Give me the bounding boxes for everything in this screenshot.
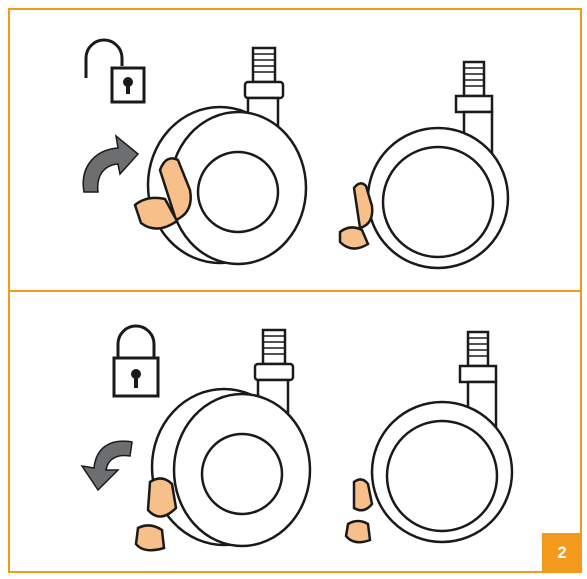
unlocked-padlock-icon bbox=[86, 40, 144, 102]
rotate-counterclockwise-arrow-icon bbox=[82, 441, 132, 490]
unlock-illustration bbox=[10, 10, 580, 290]
locked-padlock-icon bbox=[114, 326, 158, 396]
page-number-badge: 2 bbox=[542, 533, 582, 573]
caster-wheel-unlocked-angled bbox=[135, 48, 306, 264]
caster-wheel-locked-angled bbox=[136, 330, 310, 550]
caster-wheel-unlocked-side bbox=[340, 62, 508, 268]
unlock-step-panel bbox=[8, 8, 582, 292]
caster-wheel-locked-side bbox=[346, 332, 512, 542]
lock-illustration bbox=[10, 292, 580, 570]
rotate-clockwise-arrow-icon bbox=[83, 136, 138, 192]
page-number: 2 bbox=[557, 543, 566, 563]
lock-step-panel bbox=[8, 292, 582, 573]
